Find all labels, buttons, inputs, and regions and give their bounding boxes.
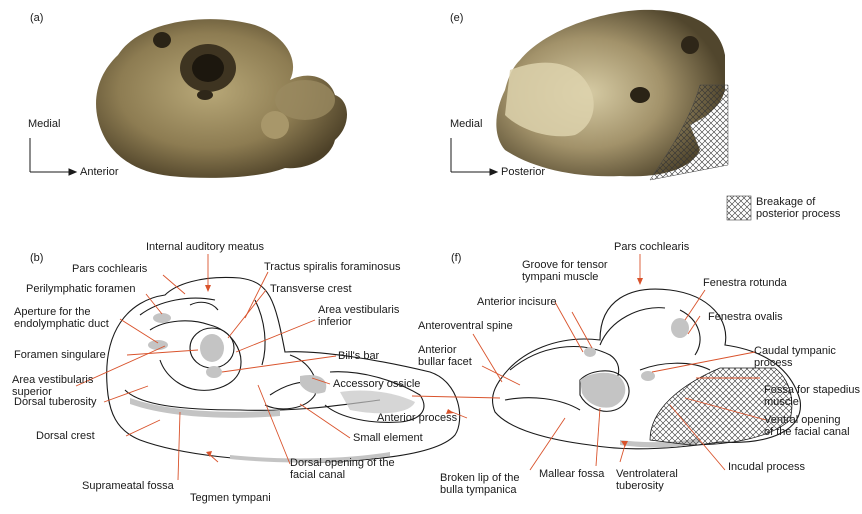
label-suprameatal-fossa: Suprameatal fossa — [82, 480, 174, 492]
legend-label: Breakage of posterior process — [756, 196, 840, 220]
label-dorsal-tuberosity: Dorsal tuberosity — [14, 396, 97, 408]
axis-e — [450, 138, 499, 176]
label-small-element: Small element — [353, 432, 423, 444]
axis-a-horizontal-label: Anterior — [80, 166, 119, 178]
leader-lines — [75, 254, 767, 481]
label-foramen-singulare: Foramen singulare — [14, 349, 106, 361]
label-bills-bar: Bill's bar — [338, 350, 380, 362]
axis-e-horizontal-label: Posterior — [501, 166, 546, 178]
breakage-hatch-drawing — [649, 367, 793, 446]
label-perilymphatic-foramen: Perilymphatic foramen — [26, 283, 136, 295]
axis-a — [29, 138, 78, 176]
label-anterior-incisure: Anterior incisure — [477, 296, 557, 308]
photo-a-periotic-medial-view — [96, 19, 348, 178]
photo-e-periotic-ventral-view — [496, 9, 729, 181]
axis-a-vertical-label: Medial — [28, 118, 61, 130]
label-tegmen-tympani: Tegmen tympani — [190, 492, 271, 504]
panel-letter-b: (b) — [30, 252, 44, 264]
label-fenestra-ovalis: Fenestra ovalis — [708, 311, 783, 323]
drawing-b-outline — [106, 276, 461, 463]
label-dorsal-crest: Dorsal crest — [36, 430, 95, 442]
breakage-hatch-photo — [649, 84, 729, 181]
label-accessory-ossicle: Accessory ossicle — [333, 378, 421, 390]
label-anterior-process: Anterior process — [377, 412, 458, 424]
label-internal-auditory-meatus: Internal auditory meatus — [146, 241, 265, 253]
label-tractus-spiralis: Tractus spiralis foraminosus — [264, 261, 401, 273]
axis-e-vertical-label: Medial — [450, 118, 483, 130]
drawing-f-shading — [580, 318, 700, 448]
drawing-f-outline — [491, 288, 801, 450]
leader-arrowheads — [205, 278, 643, 457]
label-fenestra-rotunda: Fenestra rotunda — [703, 277, 787, 289]
label-anteroventral-spine: Anteroventral spine — [418, 320, 513, 332]
legend-line-2: posterior process — [756, 208, 841, 220]
panel-letter-e: (e) — [450, 12, 464, 24]
legend-line-1: Breakage of — [756, 196, 816, 208]
panel-letter-f: (f) — [451, 252, 462, 264]
drawing-b-shading — [130, 313, 415, 463]
legend-hatch-swatch — [726, 195, 752, 221]
panel-letter-a: (a) — [30, 12, 44, 24]
label-incudal-process: Incudal process — [728, 461, 806, 473]
label-b-pars-cochlearis: Pars cochlearis — [72, 263, 148, 275]
label-mallear-fossa: Mallear fossa — [539, 468, 605, 480]
label-f-pars-cochlearis: Pars cochlearis — [614, 241, 690, 253]
label-transverse-crest: Transverse crest — [270, 283, 352, 295]
